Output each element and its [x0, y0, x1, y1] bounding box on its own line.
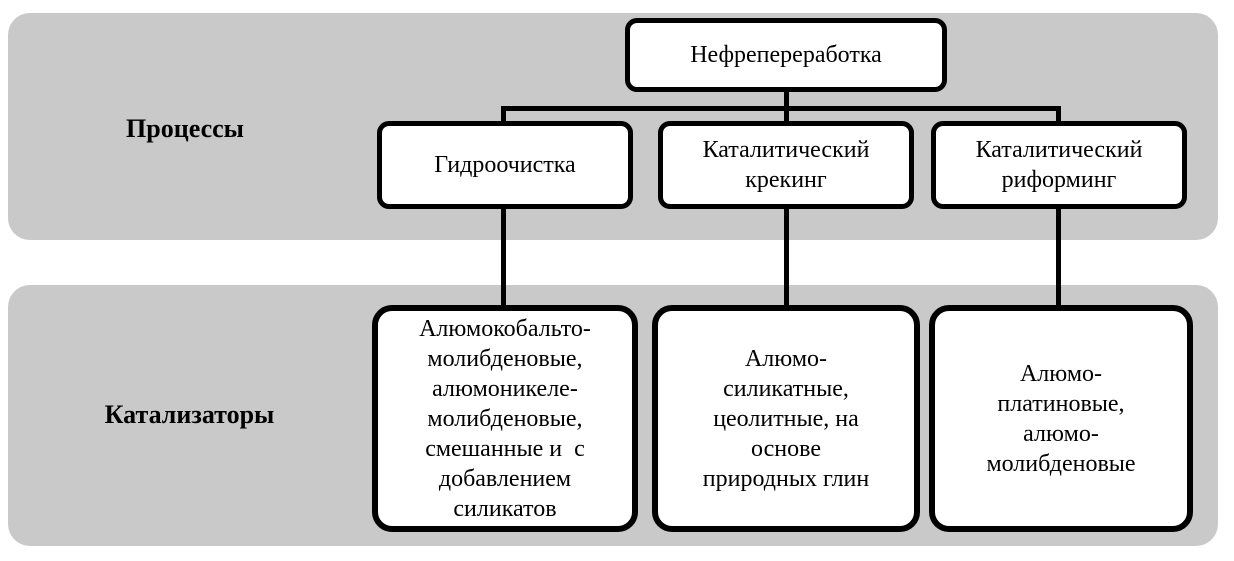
node-catalytic-cracking: Каталитический крекинг: [658, 121, 914, 209]
node-cracking-catalysts-label: Алюмо- силикатные, цеолитные, на основе …: [702, 345, 870, 492]
connector-drop-reforming: [1056, 108, 1061, 124]
node-catalytic-cracking-label: Каталитический крекинг: [702, 137, 870, 193]
connector-drop-hydrotreating: [501, 108, 506, 124]
node-hydrotreating-catalysts-label: Алюмокобальто- молибденовые, алюмоникеле…: [419, 315, 591, 522]
node-cracking-catalysts: Алюмо- силикатные, цеолитные, на основе …: [652, 305, 920, 532]
node-reforming-catalysts-label: Алюмо- платиновые, алюмо- молибденовые: [986, 360, 1136, 477]
node-hydrotreating-label: Гидроочистка: [434, 152, 576, 178]
connector-reforming-to-catalyst: [1056, 207, 1061, 308]
connector-drop-cracking: [784, 108, 789, 124]
connector-cracking-to-catalyst: [784, 207, 789, 308]
node-catalytic-reforming: Каталитический риформинг: [931, 121, 1187, 209]
node-catalytic-reforming-label: Каталитический риформинг: [975, 137, 1143, 193]
catalysts-row-label: Катализаторы: [104, 400, 275, 429]
connector-root-stub: [784, 90, 789, 109]
processes-row-label: Процессы: [126, 114, 244, 143]
node-reforming-catalysts: Алюмо- платиновые, алюмо- молибденовые: [929, 305, 1193, 532]
node-hydrotreating: Гидроочистка: [377, 121, 633, 209]
connector-hydrotreating-to-catalyst: [501, 207, 506, 308]
node-hydrotreating-catalysts: Алюмокобальто- молибденовые, алюмоникеле…: [372, 305, 638, 532]
node-oil-refining-label: Нефрепереработка: [690, 42, 882, 68]
connector-horizontal-rail: [501, 106, 1061, 111]
node-oil-refining: Нефрепереработка: [625, 18, 947, 92]
